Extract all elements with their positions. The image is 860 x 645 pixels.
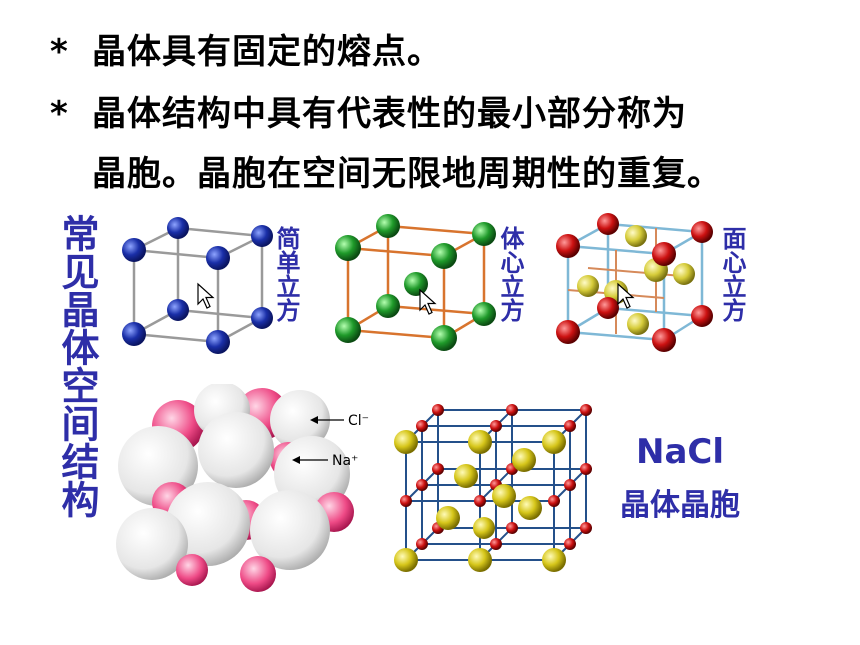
simple-cubic-label: 简单立方 <box>272 226 300 322</box>
bullet-star: * <box>50 94 69 134</box>
sodium-ion-label: Na⁺ <box>332 453 358 469</box>
nacl-space-filling-model: Cl⁻ Na⁺ <box>116 384 369 592</box>
face-centered-cubic-cell <box>556 213 713 352</box>
bullet-continuation: 晶胞。晶胞在空间无限地周期性的重复。 <box>92 154 722 194</box>
atom-group <box>556 213 713 352</box>
nacl-title: NaCl <box>635 432 724 472</box>
bullet-line-2: * 晶体结构中具有代表性的最小部分称为 <box>50 86 687 135</box>
atom-group <box>394 430 566 572</box>
side-title: 常见晶体空间结构 <box>55 214 99 518</box>
cursor-icon <box>617 282 635 309</box>
body-centered-cubic-cell <box>335 214 496 351</box>
nacl-lattice-model <box>394 404 592 572</box>
chloride-ion-label: Cl⁻ <box>348 413 369 429</box>
atom-group <box>122 217 273 354</box>
face-centered-cubic-label: 面心立方 <box>718 226 746 322</box>
bullet-text: 晶体具有固定的熔点。 <box>92 32 442 72</box>
simple-cubic-cell <box>122 217 273 354</box>
atom-group <box>335 214 496 351</box>
cursor-icon <box>419 288 437 315</box>
nacl-subtitle: 晶体晶胞 <box>620 488 740 523</box>
bullet-star: * <box>50 32 69 72</box>
body-centered-cubic-label: 体心立方 <box>496 226 524 322</box>
bullet-text: 晶体结构中具有代表性的最小部分称为 <box>92 94 687 134</box>
cursor-icon <box>197 282 215 309</box>
atom-group <box>577 225 695 335</box>
bullet-line-1: * 晶体具有固定的熔点。 <box>50 24 442 73</box>
